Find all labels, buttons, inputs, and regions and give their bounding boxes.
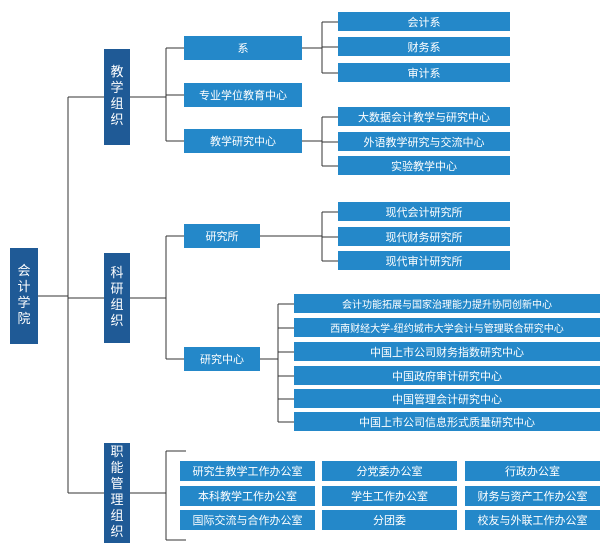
office-graduate-teaching: 研究生教学工作办公室: [180, 461, 315, 481]
leaf-modern-accounting-institute: 现代会计研究所: [338, 202, 510, 221]
leaf-disclosure-quality-center: 中国上市公司信息形式质量研究中心: [294, 412, 600, 431]
office-youth-league: 分团委: [322, 510, 457, 530]
root-node: 会计学院: [10, 248, 38, 344]
leaf-swufe-cuny-joint-center: 西南财经大学-纽约城市大学会计与管理联合研究中心: [294, 318, 600, 337]
leaf-collaborative-innovation-center: 会计功能拓展与国家治理能力提升协同创新中心: [294, 294, 600, 313]
leaf-modern-finance-institute: 现代财务研究所: [338, 227, 510, 246]
leaf-audit-dept: 审计系: [338, 63, 510, 82]
node-teaching-research-center: 教学研究中心: [184, 129, 302, 153]
node-research-center: 研究中心: [184, 347, 260, 371]
group-research: 科研组织: [104, 253, 130, 343]
leaf-bigdata-teaching-center: 大数据会计教学与研究中心: [338, 107, 510, 126]
office-undergraduate-teaching: 本科教学工作办公室: [180, 486, 315, 506]
group-teaching: 教学组织: [104, 49, 130, 145]
leaf-listed-company-finance-index-center: 中国上市公司财务指数研究中心: [294, 342, 600, 361]
leaf-accounting-dept: 会计系: [338, 12, 510, 31]
leaf-foreign-language-center: 外语教学研究与交流中心: [338, 132, 510, 151]
node-professional-degree-center: 专业学位教育中心: [184, 83, 302, 107]
leaf-modern-audit-institute: 现代审计研究所: [338, 251, 510, 270]
office-administration: 行政办公室: [465, 461, 600, 481]
leaf-management-accounting-center: 中国管理会计研究中心: [294, 389, 600, 408]
leaf-finance-dept: 财务系: [338, 37, 510, 56]
group-administration: 职能管理组织: [104, 443, 130, 543]
office-party-committee: 分党委办公室: [322, 461, 457, 481]
leaf-government-audit-center: 中国政府审计研究中心: [294, 366, 600, 385]
office-student-affairs: 学生工作办公室: [322, 486, 457, 506]
node-institute: 研究所: [184, 224, 260, 248]
leaf-experiment-teaching-center: 实验教学中心: [338, 156, 510, 175]
node-department: 系: [184, 36, 302, 60]
office-international-exchange: 国际交流与合作办公室: [180, 510, 315, 530]
office-finance-assets: 财务与资产工作办公室: [465, 486, 600, 506]
office-alumni-relations: 校友与外联工作办公室: [465, 510, 600, 530]
